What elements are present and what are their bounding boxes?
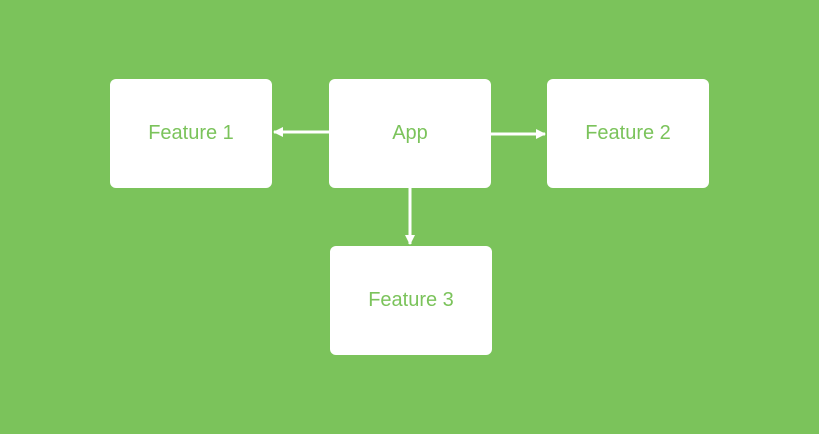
node-label: App [392, 122, 428, 144]
node-feature-2: Feature 2 [547, 79, 709, 188]
node-label: Feature 1 [148, 122, 234, 144]
node-label: Feature 2 [585, 122, 671, 144]
node-feature-3: Feature 3 [330, 246, 492, 355]
node-app: App [329, 79, 491, 188]
node-feature-1: Feature 1 [110, 79, 272, 188]
node-label: Feature 3 [368, 289, 454, 311]
